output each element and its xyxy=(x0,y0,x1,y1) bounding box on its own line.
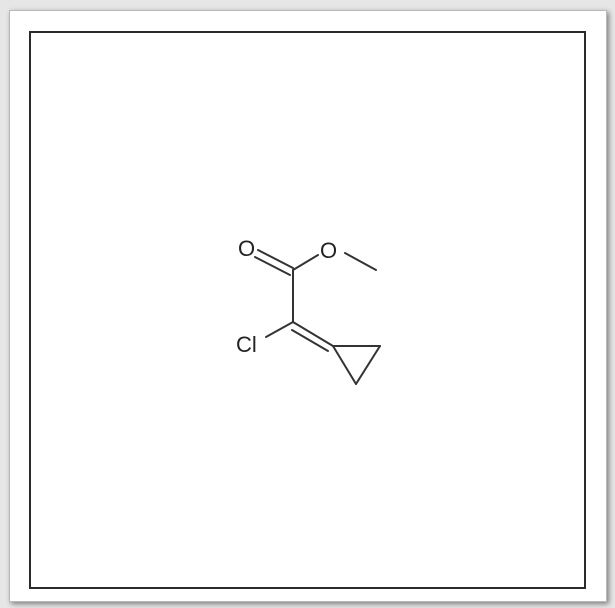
bond-exocyclic-double-1 xyxy=(292,321,334,347)
bond-carbonyl-to-ester-oxygen xyxy=(292,254,319,271)
bond-carbonyl-double-2 xyxy=(254,256,291,276)
bond-alpha-carbon-to-chlorine xyxy=(265,321,294,338)
structure-frame xyxy=(29,31,586,589)
bond-ring-left xyxy=(332,345,357,385)
atom-chlorine: Cl xyxy=(236,332,257,357)
bond-ring-right xyxy=(355,345,381,385)
bond-exocyclic-double-2 xyxy=(291,329,329,352)
atom-carbonyl-oxygen: O xyxy=(238,236,255,261)
bond-carbonyl-double-1 xyxy=(257,249,294,269)
bond-ester-oxygen-to-methyl xyxy=(344,252,377,271)
atom-ester-oxygen: O xyxy=(320,238,337,263)
